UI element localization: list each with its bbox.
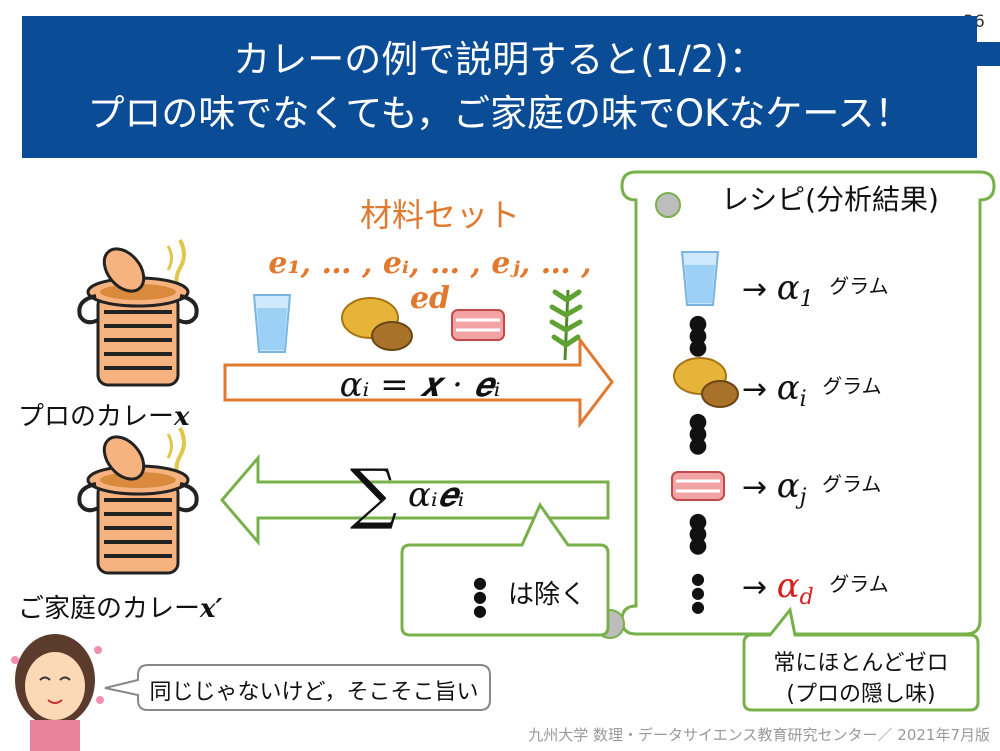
recipe-row: → αi グラム: [742, 368, 972, 412]
recipe-arrow: →: [742, 372, 768, 407]
vertical-ellipsis-icon: ●●●: [688, 409, 708, 458]
zero-note-line-2: (プロの隠し味): [786, 682, 936, 707]
zero-note-callout-shape: [742, 606, 980, 712]
projection-formula: αᵢ = 𝒙 · 𝒆ᵢ: [339, 365, 501, 405]
recipe-unit: グラム: [829, 274, 889, 298]
title-bar: カレーの例で説明すると(1/2)： プロの味でなくても，ご家庭の味でOKなケース…: [22, 16, 977, 158]
scroll-curl-top: [655, 192, 681, 218]
sum-body: αᵢ𝒆ᵢ: [407, 475, 465, 515]
pro-curry-pot-icon: [77, 239, 199, 387]
recipe-unit: グラム: [822, 374, 882, 398]
woman-eating-icon: [11, 634, 104, 751]
potato-icon: [341, 297, 413, 351]
sigma-symbol: ∑: [350, 455, 398, 532]
vertical-ellipsis-icon: ●●●: [473, 573, 487, 620]
water-glass-icon: [252, 294, 292, 353]
sum-formula: ∑ αᵢ𝒆ᵢ: [350, 455, 550, 532]
recipe-subscript: j: [799, 485, 807, 510]
recipe-alpha-highlight: α: [776, 566, 800, 606]
speech-text: 同じじゃないけど，そこそこ旨い: [149, 680, 479, 705]
speech-bubble-shape: [104, 664, 491, 711]
recipe-row: → αj グラム: [742, 466, 972, 510]
pro-curry-text: プロのカレー: [18, 402, 175, 432]
vertical-ellipsis-icon: ●●●: [691, 569, 705, 616]
title-line-2: プロの味でなくても，ご家庭の味でOKなケース！: [87, 92, 912, 135]
recipe-arrow: →: [742, 272, 768, 307]
excluded-text: は除く: [508, 580, 587, 610]
recipe-arrow: →: [742, 470, 768, 505]
footer-credit: 九州大学 数理・データサイエンス教育研究センター／ 2021年7月版: [528, 726, 990, 744]
projection-arrow: [223, 335, 614, 429]
vertical-ellipsis-icon: ●●●: [688, 311, 708, 360]
pro-curry-variable: 𝒙: [174, 402, 190, 432]
herb-icon: [549, 289, 583, 361]
recipe-potato-icon: [673, 357, 739, 408]
pork-belly-icon: [451, 309, 505, 341]
recipe-subscript: 1: [799, 287, 814, 312]
home-curry-pot-icon: [77, 427, 199, 575]
recipe-subscript-highlight: d: [799, 585, 814, 610]
excluded-callout-shape: [400, 501, 610, 637]
recipe-alpha: α: [776, 368, 800, 408]
recipe-subscript: i: [799, 387, 807, 412]
vertical-ellipsis-icon: ●●●: [688, 509, 708, 558]
recipe-row: → α1 グラム: [742, 268, 972, 312]
recipe-unit: グラム: [822, 472, 882, 496]
recipe-pork-icon: [671, 471, 725, 501]
home-curry-text: ご家庭のカレー: [18, 594, 201, 624]
home-curry-label: ご家庭のカレー𝒙′: [18, 588, 222, 625]
ingredient-set-heading: 材料セット: [359, 196, 520, 234]
recipe-water-icon: [680, 251, 720, 306]
recipe-alpha: α: [776, 466, 800, 506]
recipe-alpha: α: [776, 268, 800, 308]
recipe-title: レシピ(分析結果): [721, 183, 939, 216]
title-line-1: カレーの例で説明すると(1/2)：: [233, 38, 766, 81]
recipe-unit: グラム: [829, 572, 889, 596]
home-curry-variable: 𝒙′: [200, 594, 223, 624]
recipe-row: → αd グラム: [742, 566, 972, 610]
recipe-arrow: →: [742, 570, 768, 605]
zero-note-line-1: 常にほとんどゼロ: [773, 651, 949, 676]
ingredient-vectors: 𝒆₁, … , 𝒆ᵢ, … , 𝒆ⱼ, … , 𝒆𝒅: [268, 246, 592, 316]
pro-curry-label: プロのカレー𝒙: [18, 396, 190, 433]
